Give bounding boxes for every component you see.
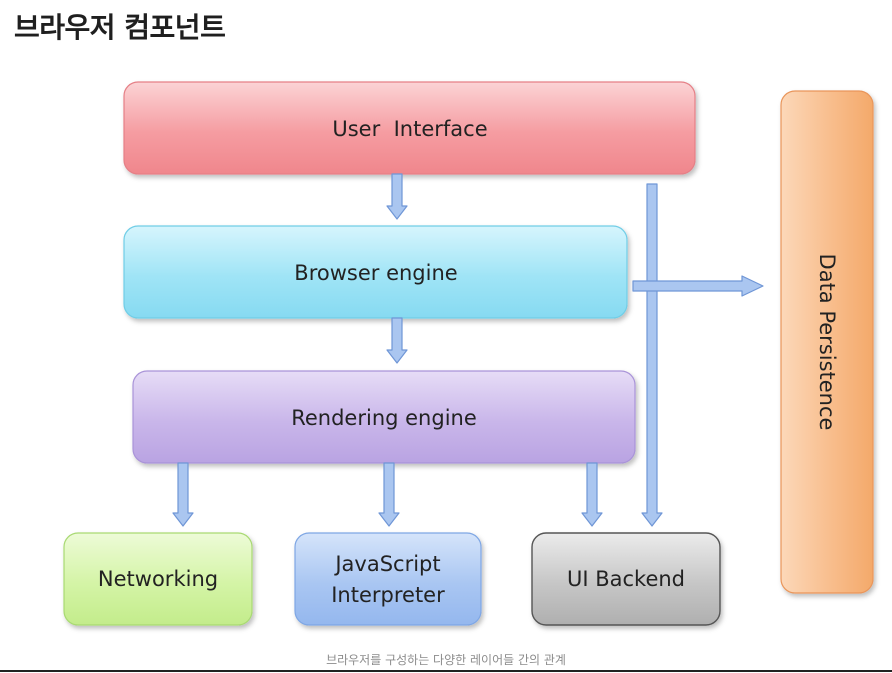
ui-backend-label: UI Backend [567, 567, 685, 591]
javascript-interpreter-box [294, 532, 482, 626]
arrow-ui-to-browser-engine [386, 173, 408, 220]
arrow-to-data-persistence [632, 275, 764, 297]
data-persistence-box [780, 90, 874, 594]
arrow-browser-to-rendering-engine [386, 317, 408, 364]
data-persistence-label: Data Persistence [815, 254, 839, 431]
networking-box [63, 532, 253, 626]
javascript-interpreter-label-line1: JavaScript [333, 552, 440, 576]
javascript-interpreter-label-line2: Interpreter [331, 583, 445, 607]
user-interface-label: User Interface [332, 117, 487, 141]
page-title: 브라우저 컴포넌트 [14, 11, 226, 44]
bottom-divider [0, 670, 892, 672]
figure-caption: 브라우저를 구성하는 다양한 레이어들 간의 관계 [326, 653, 566, 667]
networking-label: Networking [98, 567, 218, 591]
user-interface-box [123, 81, 696, 175]
ui-backend-box [531, 532, 721, 626]
browser-engine-box [123, 225, 628, 319]
arrow-rendering-to-javascript-interpreter [378, 462, 400, 527]
arrow-ui-to-ui-backend [641, 183, 663, 527]
arrow-rendering-to-ui-backend [581, 462, 603, 527]
browser-engine-label: Browser engine [294, 261, 457, 285]
rendering-engine-label: Rendering engine [291, 406, 477, 430]
arrow-rendering-to-networking [172, 462, 194, 527]
